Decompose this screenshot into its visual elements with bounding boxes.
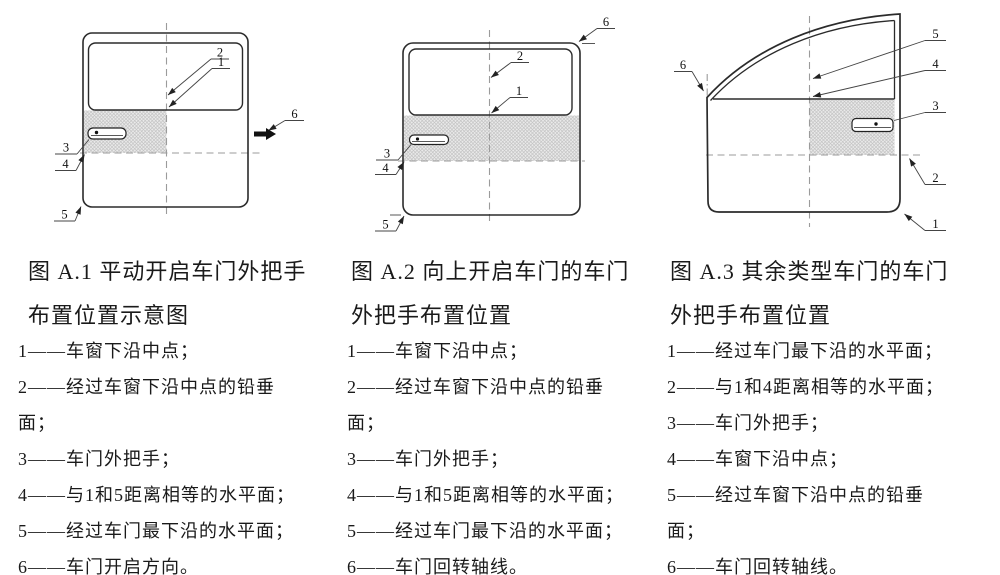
door-window (87, 42, 244, 111)
legend-item: 1——经过车门最下沿的水平面； (667, 341, 943, 361)
door-opening-direction-arrow (254, 128, 276, 140)
door-outline (82, 32, 249, 208)
figure-a3-legend: 1——经过车门最下沿的水平面； 2——与1和4距离相等的水平面； 3——车门外把… (667, 333, 944, 575)
svg-text:3: 3 (63, 141, 69, 155)
caption-line: 图 A.2 向上开启车门的车门 (351, 259, 630, 284)
svg-text:6: 6 (603, 15, 609, 29)
callout-6: 6 (578, 15, 615, 44)
figure-a2-diagram: 6 2 1 3 4 5 (375, 15, 615, 232)
figure-a1-legend: 1——车窗下沿中点； 2——经过车窗下沿中点的铅垂 面； 3——车门外把手； 4… (18, 333, 295, 575)
door-handle-shape (408, 134, 450, 146)
callout-6: 6 (268, 107, 304, 131)
svg-text:6: 6 (291, 107, 297, 121)
svg-text:3: 3 (932, 99, 938, 113)
callout-1: 1 (491, 84, 528, 114)
figure-a2-caption: 图 A.2 向上开启车门的车门 外把手布置位置 (351, 250, 629, 338)
door-window (710, 19, 896, 101)
callout-5: 5 (54, 206, 82, 222)
door-handle-shape (851, 117, 894, 133)
legend-item: 4——车窗下沿中点； (667, 449, 848, 469)
door-window (408, 48, 573, 116)
svg-text:6: 6 (680, 58, 686, 72)
legend-item: 4——与1和5距离相等的水平面； (347, 485, 624, 505)
callout-4: 4 (812, 57, 946, 98)
svg-text:5: 5 (382, 218, 388, 232)
caption-line: 图 A.3 其余类型车门的车门 (670, 259, 949, 284)
callout-3: 3 (893, 99, 946, 121)
svg-text:2: 2 (932, 171, 938, 185)
callout-6: 6 (674, 58, 704, 92)
svg-text:5: 5 (61, 208, 67, 222)
legend-item: 4——与1和5距离相等的水平面； (18, 485, 295, 505)
callout-3: 3 (376, 144, 412, 161)
legend-item: 3——车门外把手； (347, 449, 509, 469)
callout-4: 4 (55, 154, 85, 171)
legend-item: 5——经过车门最下沿的水平面； (18, 521, 294, 541)
door-outline (706, 13, 901, 213)
callout-5: 5 (375, 214, 405, 232)
svg-text:2: 2 (517, 49, 523, 63)
legend-item: 2——经过车窗下沿中点的铅垂 (18, 377, 275, 397)
figure-a3-diagram: 6 5 4 3 2 1 (674, 13, 946, 231)
caption-line: 图 A.1 平动开启车门外把手 (28, 259, 307, 284)
legend-item: 6——车门回转轴线。 (667, 557, 848, 575)
caption-line: 布置位置示意图 (28, 303, 190, 328)
figure-a2-legend: 1——车窗下沿中点； 2——经过车窗下沿中点的铅垂 面； 3——车门外把手； 4… (347, 333, 624, 575)
svg-text:5: 5 (932, 27, 938, 41)
callout-2: 2 (490, 49, 529, 78)
callout-5: 5 (812, 27, 946, 79)
callout-4: 4 (375, 161, 405, 175)
caption-line: 外把手布置位置 (351, 303, 513, 328)
svg-text:2: 2 (217, 46, 223, 60)
legend-item: 2——经过车窗下沿中点的铅垂 (347, 377, 604, 397)
callout-2: 2 (909, 158, 946, 185)
legend-item: 6——车门回转轴线。 (347, 557, 528, 575)
svg-text:1: 1 (932, 217, 938, 231)
figure-a1-caption: 图 A.1 平动开启车门外把手 布置位置示意图 (28, 250, 306, 338)
svg-text:4: 4 (62, 157, 69, 171)
figure-a1-diagram: 2 1 3 4 5 6 (54, 23, 304, 222)
legend-item: 3——车门外把手； (667, 413, 829, 433)
legend-item: 面； (347, 413, 385, 433)
svg-text:4: 4 (932, 57, 939, 71)
legend-item: 面； (667, 521, 705, 541)
legend-item: 6——车门开启方向。 (18, 557, 199, 575)
legend-item: 1——车窗下沿中点； (347, 341, 528, 361)
caption-line: 外把手布置位置 (670, 303, 832, 328)
legend-item: 2——与1和4距离相等的水平面； (667, 377, 944, 397)
callout-2: 2 (167, 46, 229, 96)
callout-1: 1 (168, 55, 230, 108)
legend-item: 5——经过车门最下沿的水平面； (347, 521, 623, 541)
figure-a3-caption: 图 A.3 其余类型车门的车门 外把手布置位置 (670, 250, 948, 338)
svg-text:1: 1 (516, 84, 522, 98)
legend-item: 3——车门外把手； (18, 449, 180, 469)
legend-item: 5——经过车窗下沿中点的铅垂 (667, 485, 924, 505)
callout-3: 3 (55, 139, 90, 155)
svg-text:1: 1 (218, 55, 224, 69)
legend-item: 1——车窗下沿中点； (18, 341, 199, 361)
door-handle-shape (87, 127, 127, 140)
legend-item: 面； (18, 413, 56, 433)
callout-1: 1 (904, 213, 946, 231)
door-outline (402, 42, 581, 216)
svg-text:4: 4 (382, 161, 389, 175)
svg-text:3: 3 (384, 147, 390, 161)
